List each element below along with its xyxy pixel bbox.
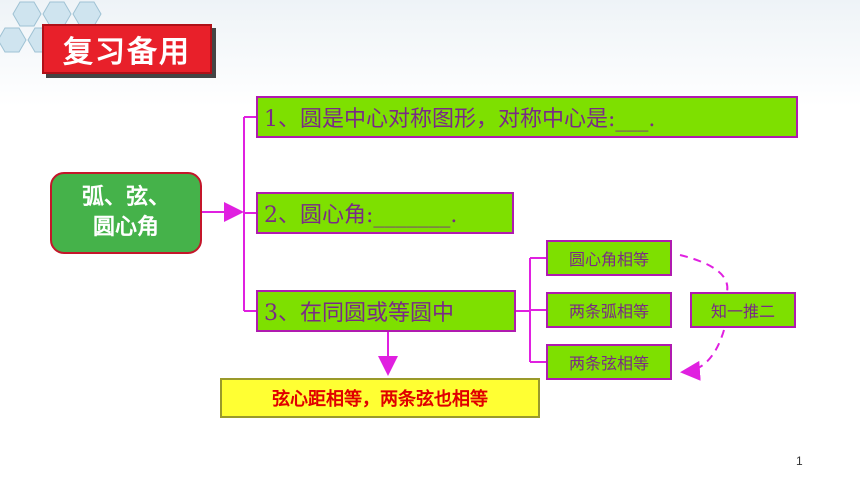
sub-item-central-angle: 圆心角相等	[546, 240, 672, 276]
rule-box: 知一推二	[690, 292, 796, 328]
branch-2: 2、圆心角:_______.	[256, 192, 514, 234]
conclusion-box: 弦心距相等，两条弦也相等	[220, 378, 540, 418]
slide-title: 复习备用	[42, 24, 212, 74]
main-node-line2: 圆心角	[92, 215, 159, 240]
sub-item-arc: 两条弧相等	[546, 292, 672, 328]
branch-3: 3、在同圆或等圆中	[256, 290, 516, 332]
main-node: 弧、弦、 圆心角	[50, 172, 202, 254]
page-number: 1	[796, 454, 803, 468]
main-node-line1: 弧、弦、	[81, 185, 170, 210]
branch-1: 1、圆是中心对称图形，对称中心是:___.	[256, 96, 798, 138]
sub-item-chord: 两条弦相等	[546, 344, 672, 380]
